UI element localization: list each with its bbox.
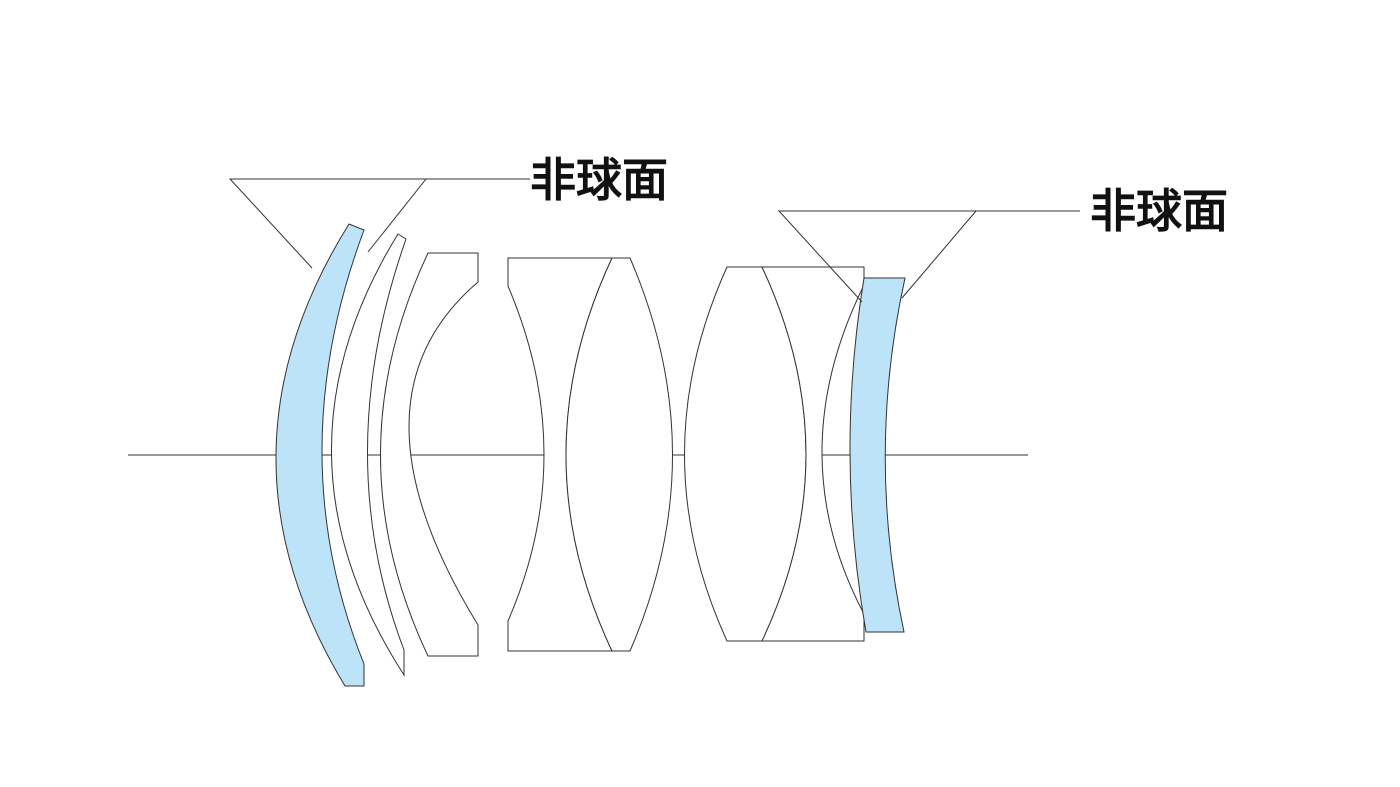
lens-element-8-aspherical (849, 277, 906, 633)
aspherical-label-right: 非球面 (1090, 184, 1228, 238)
lens-element-3 (380, 252, 479, 657)
callout-right-triangle (777, 210, 978, 303)
aspherical-label-left: 非球面 (530, 153, 668, 207)
lens-element-7 (761, 266, 865, 642)
callout-left-triangle (228, 178, 428, 269)
lens-element-1-aspherical (275, 223, 365, 687)
lens-element-5 (565, 257, 673, 652)
lens-element-2 (331, 233, 407, 677)
